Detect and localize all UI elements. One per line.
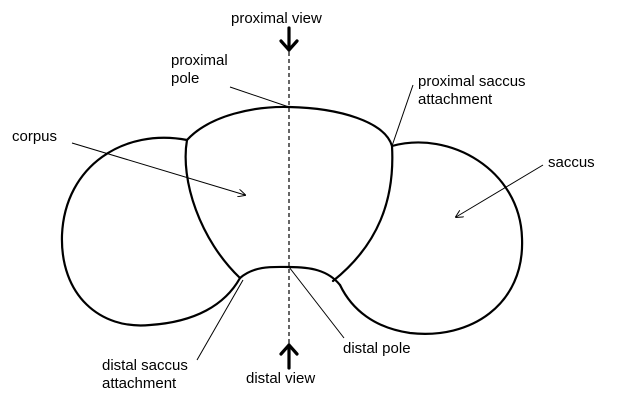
left-saccus-outline (62, 138, 240, 326)
label-proximal-pole: proximal pole (171, 52, 228, 88)
proximal-pole-leader (230, 87, 289, 107)
distal-saccus-attachment-leader (197, 280, 243, 360)
proximal-saccus-attachment-leader (392, 85, 413, 146)
label-proximal-view: proximal view (231, 10, 322, 28)
label-distal-saccus-attachment: distal saccus attachment (102, 357, 188, 393)
label-proximal-saccus-attachment: proximal saccus attachment (418, 73, 526, 109)
distal-cap-outline (240, 267, 340, 285)
saccus-leader (456, 165, 543, 217)
label-distal-pole: distal pole (343, 340, 411, 358)
proximal-view-arrow (281, 28, 297, 50)
label-distal-view: distal view (246, 370, 315, 388)
corpus-leader (72, 143, 245, 195)
label-corpus: corpus (12, 128, 57, 146)
label-saccus: saccus (548, 154, 595, 172)
right-saccus-outline (340, 142, 522, 333)
distal-view-arrow (281, 345, 297, 368)
